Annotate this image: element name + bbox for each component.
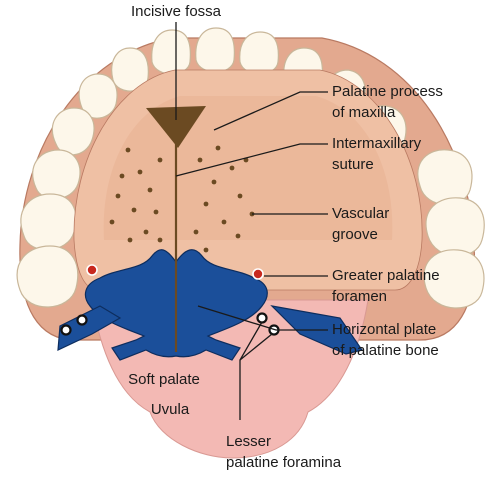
tooth-premolar2-left (32, 149, 81, 200)
label-uvula: Uvula (151, 401, 190, 418)
texture-dot (211, 179, 217, 185)
leader-lesser-foramina-b (239, 333, 273, 361)
tooth-canine-left (78, 73, 118, 119)
label-intermaxillary-line2: suture (332, 156, 374, 173)
label-lesser-foramina-line1: Lesser (226, 433, 271, 450)
label-intermaxillary-line1: Intermaxillary (332, 135, 422, 152)
texture-dot (131, 207, 137, 213)
greater-palatine-foramen-left (86, 264, 98, 276)
texture-dot (237, 193, 243, 199)
tooth-lateral-right (239, 31, 279, 75)
tooth-incisor-right (195, 27, 235, 73)
label-vascular-line2: groove (332, 226, 378, 243)
texture-dot (193, 229, 199, 235)
tooth-molar2-left (16, 245, 79, 308)
texture-dot (115, 193, 121, 199)
label-vascular-line1: Vascular (332, 205, 389, 222)
leader-horizontal-plate (197, 305, 328, 331)
texture-dot (127, 237, 133, 243)
label-horizontal-plate-line2: of palatine bone (332, 342, 439, 359)
label-lesser-foramina-line2: palatine foramina (226, 454, 342, 471)
lesser-palatine-foramen-2 (76, 314, 88, 326)
tooth-molar2-right (425, 197, 485, 257)
leader-palatine-process (213, 91, 328, 131)
greater-palatine-foramen-right (252, 268, 264, 280)
texture-dot (153, 209, 159, 215)
label-palatine-process-line1: Palatine process (332, 83, 443, 100)
texture-dot (143, 229, 149, 235)
tooth-incisor-left (151, 29, 191, 75)
texture-dot (221, 219, 227, 225)
texture-dot (203, 201, 209, 207)
label-greater-palatine-line1: Greater palatine (332, 267, 440, 284)
label-palatine-process-line2: of maxilla (332, 104, 396, 121)
texture-dot (229, 165, 235, 171)
palatine-bone-left-wing (57, 305, 122, 351)
label-incisive-fossa: Incisive fossa (131, 3, 222, 20)
texture-dot (235, 233, 241, 239)
texture-dot (119, 173, 125, 179)
tooth-molar3-right (423, 249, 485, 309)
texture-dot (109, 219, 115, 225)
label-greater-palatine-line2: foramen (332, 288, 387, 305)
leader-intermaxillary-suture (175, 143, 328, 177)
lesser-palatine-foramen-3 (256, 312, 268, 324)
texture-dot (125, 147, 131, 153)
tooth-lateral-left (111, 47, 149, 92)
incisive-fossa-shape (146, 106, 206, 148)
tooth-molar1-left (20, 193, 77, 251)
texture-dot (203, 247, 209, 253)
texture-dot (197, 157, 203, 163)
tooth-premolar1-left (51, 107, 95, 156)
texture-dot (157, 237, 163, 243)
label-soft-palate: Soft palate (128, 371, 200, 388)
texture-dot (157, 157, 163, 163)
texture-dot (137, 169, 143, 175)
tooth-molar1-right (417, 149, 473, 206)
texture-dot (215, 145, 221, 151)
texture-dot (147, 187, 153, 193)
label-horizontal-plate-line1: Horizontal plate (332, 321, 436, 338)
lesser-palatine-foramen-1 (60, 324, 72, 336)
leader-lines (175, 22, 328, 420)
